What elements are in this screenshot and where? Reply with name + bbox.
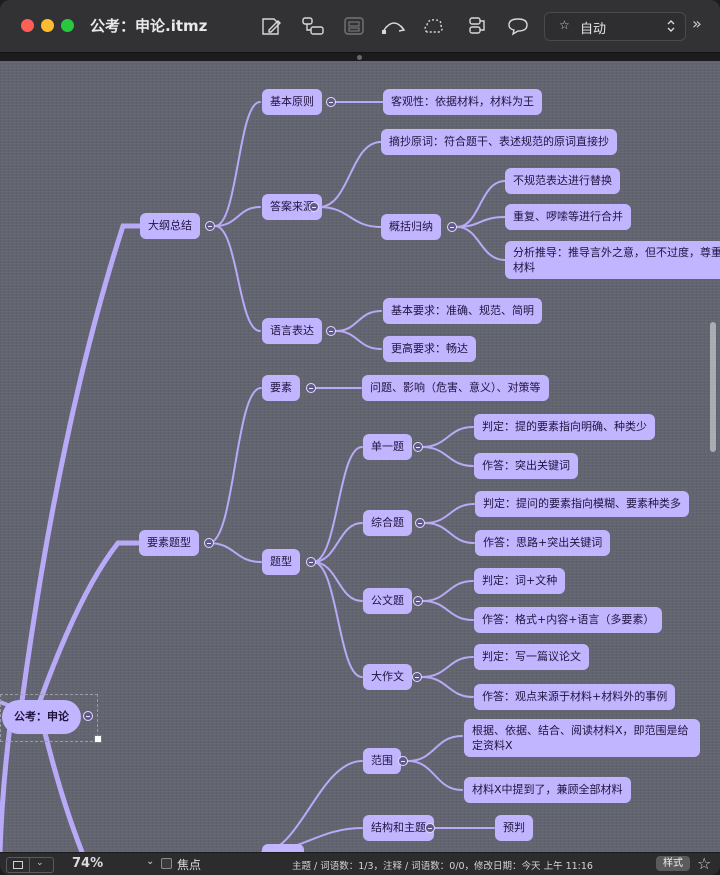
topic-merge[interactable]: 重复、啰嗦等进行合并 — [505, 204, 631, 230]
collapse-icon[interactable] — [447, 222, 457, 232]
chevron-updown-icon — [667, 20, 675, 32]
boundary-icon[interactable] — [341, 14, 367, 38]
close-window-button[interactable] — [21, 19, 34, 32]
selection-box — [0, 694, 98, 742]
topic-predict[interactable]: 预判 — [495, 815, 533, 841]
note-icon[interactable] — [259, 14, 285, 38]
more-toolbar-icon[interactable]: » — [692, 14, 702, 33]
topic-doc-answer[interactable]: 作答：格式+内容+语言（多要素） — [474, 607, 663, 633]
topic-language[interactable]: 语言表达 — [262, 318, 322, 344]
topic-excerpt[interactable]: 摘抄原词：符合题干、表述规范的原词直接抄 — [381, 129, 617, 155]
topic-single[interactable]: 单一题 — [363, 434, 412, 460]
style-selector[interactable]: ☆ 自动 — [544, 12, 686, 41]
topic-infer[interactable]: 分析推导：推导言外之意，但不过度，尊重材料 — [505, 241, 720, 279]
topic-element-detail[interactable]: 问题、影响（危害、意义）、对策等 — [362, 375, 549, 401]
topic-essay-judge[interactable]: 判定：写一篇议论文 — [474, 644, 589, 670]
collapse-icon[interactable] — [413, 596, 423, 606]
root-topic[interactable]: 公考：申论 — [2, 700, 81, 734]
comment-icon[interactable] — [505, 14, 531, 38]
focus-label: 焦点 — [177, 858, 202, 872]
topic-element[interactable]: 要素 — [262, 375, 300, 401]
mindmap-canvas[interactable]: 公考：申论 大纲总结 基本原则 客观性：依据材料，材料为王 答案来源 摘抄原词：… — [0, 61, 720, 852]
cloud-icon[interactable] — [421, 14, 447, 38]
zoom-level[interactable]: 74% — [72, 856, 104, 871]
topic-scope-b[interactable]: 材料X中提到了，兼顾全部材料 — [464, 777, 631, 803]
collapse-icon[interactable] — [205, 221, 215, 231]
vertical-scrollbar[interactable] — [710, 322, 716, 452]
topic-replace[interactable]: 不规范表达进行替换 — [505, 168, 620, 194]
relationship-icon[interactable] — [381, 14, 407, 38]
topic-basic-principle[interactable]: 基本原则 — [262, 89, 322, 115]
topic-essay-answer[interactable]: 作答：观点来源于材料+材料外的事例 — [474, 684, 676, 710]
topic-essay[interactable]: 大作文 — [363, 664, 412, 690]
sidebar-icon — [13, 861, 23, 869]
topic-lang-high[interactable]: 更高要求：畅达 — [383, 336, 476, 362]
collapse-icon[interactable] — [306, 557, 316, 567]
focus-checkbox[interactable] — [161, 858, 172, 869]
collapse-icon[interactable] — [309, 202, 319, 212]
topic-element-types[interactable]: 要素题型 — [139, 530, 199, 556]
star-icon[interactable]: ☆ — [697, 854, 712, 873]
title-bar: 公考：申论.itmz ☆ 自动 » — [0, 0, 720, 53]
topic-lang-basic[interactable]: 基本要求：准确、规范、简明 — [383, 298, 542, 324]
topic-question-types[interactable]: 题型 — [262, 549, 300, 575]
topic-comprehensive[interactable]: 综合题 — [363, 510, 412, 536]
topic-structure[interactable]: 结构和主题 — [363, 815, 434, 841]
topic-comp-judge[interactable]: 判定：提问的要素指向模糊、要素种类多 — [475, 491, 689, 517]
collapse-icon[interactable] — [306, 383, 316, 393]
chevron-down-icon: ⌄ — [36, 858, 44, 868]
collapse-icon[interactable] — [398, 756, 408, 766]
star-icon: ☆ — [559, 18, 570, 32]
topic-scope-a[interactable]: 根据、依据、结合、阅读材料X，即范围是给定资料X — [464, 719, 700, 757]
collapse-icon[interactable] — [425, 823, 435, 833]
topic-summarize[interactable]: 概括归纳 — [381, 214, 441, 240]
sidebar-toggle-button[interactable]: ⌄ — [6, 857, 54, 873]
topic-doc-judge[interactable]: 判定：词+文种 — [474, 568, 566, 594]
collapse-icon[interactable] — [413, 442, 423, 452]
branch-lines — [0, 101, 506, 852]
status-bar: ⌄ 74% ⌄ 焦点 主题 / 词语数：1/3，注释 / 词语数：0/0，修改日… — [0, 852, 720, 875]
zoom-window-button[interactable] — [61, 19, 74, 32]
resize-handle[interactable] — [94, 735, 102, 743]
style-button[interactable]: 样式 — [656, 856, 690, 871]
topic-objectivity[interactable]: 客观性：依据材料，材料为王 — [383, 89, 542, 115]
collapse-icon[interactable] — [412, 672, 422, 682]
document-stats: 主题 / 词语数：1/3，注释 / 词语数：0/0，修改日期：今天 上午 11:… — [292, 861, 593, 872]
window-title: 公考：申论.itmz — [90, 17, 208, 35]
topic-document[interactable]: 公文题 — [363, 588, 412, 614]
topic-comp-answer[interactable]: 作答：思路+突出关键词 — [475, 530, 611, 556]
topic-single-judge[interactable]: 判定：提的要素指向明确、种类少 — [474, 414, 655, 440]
collapse-icon[interactable] — [326, 97, 336, 107]
topic-single-answer[interactable]: 作答：突出关键词 — [474, 453, 578, 479]
topic-shape-icon[interactable] — [300, 14, 326, 38]
collapse-icon[interactable] — [415, 518, 425, 528]
style-selector-value: 自动 — [580, 22, 607, 37]
topic-third-branch[interactable] — [262, 844, 304, 852]
topic-scope[interactable]: 范围 — [363, 748, 401, 774]
panel-splitter[interactable] — [0, 53, 720, 61]
collapse-icon[interactable] — [83, 711, 93, 721]
zoom-chevron-icon[interactable]: ⌄ — [146, 856, 155, 867]
collapse-icon[interactable] — [204, 538, 214, 548]
collapse-icon[interactable] — [326, 326, 336, 336]
topic-outline-summary[interactable]: 大纲总结 — [140, 213, 200, 239]
callout-icon[interactable] — [464, 14, 490, 38]
minimize-window-button[interactable] — [41, 19, 54, 32]
